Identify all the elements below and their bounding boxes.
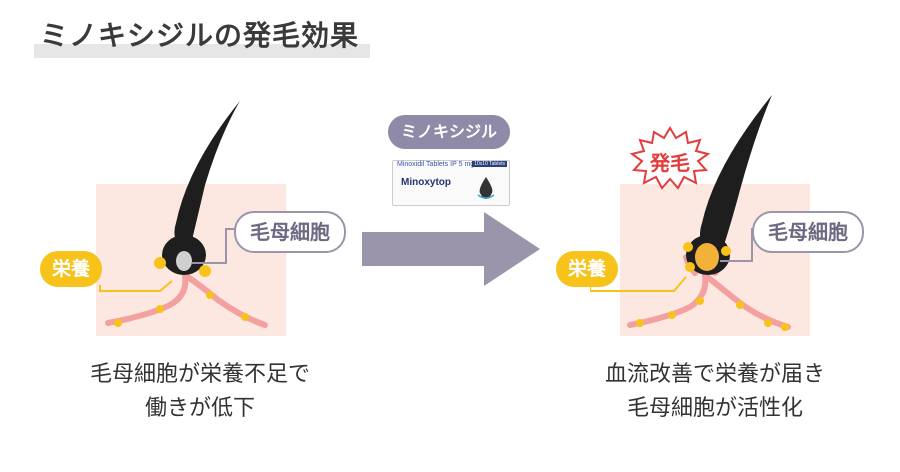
drug-package: Minoxidil Tablets IP 5 mg 10x10 Tablets … <box>392 160 510 206</box>
caption-left-line1: 毛母細胞が栄養不足で <box>89 362 310 387</box>
caption-right-line1: 血流改善で栄養が届き <box>604 362 825 387</box>
page-title: ミノキシジルの発毛効果 <box>40 19 360 52</box>
title-underline <box>34 44 370 58</box>
caption-left: 毛母細胞が栄養不足で 働きが低下 <box>40 358 360 426</box>
package-brand: Minoxytop <box>401 177 451 188</box>
drop-icon <box>477 177 495 199</box>
label-hair-matrix-cell-left: 毛母細胞 <box>234 211 346 253</box>
nutrient-dots-right <box>636 297 789 331</box>
hair-right <box>700 95 772 247</box>
label-hair-matrix-cell-right: 毛母細胞 <box>752 211 864 253</box>
label-nutrient-left: 栄養 <box>40 251 103 287</box>
hair-left <box>174 101 240 245</box>
hair-diagram-left <box>99 101 268 328</box>
hair-growth-badge: 発毛 <box>650 151 690 175</box>
burst-shape <box>629 126 711 190</box>
caption-right-line2: 毛母細胞が活性化 <box>626 396 803 421</box>
caption-right: 血流改善で栄養が届き 毛母細胞が活性化 <box>550 358 880 426</box>
hair-matrix-cell-left <box>176 251 192 271</box>
arrow-right <box>362 212 540 286</box>
package-text: Minoxidil Tablets IP 5 mg <box>397 161 475 168</box>
label-nutrient-right: 栄養 <box>556 251 619 287</box>
hair-diagram-right <box>590 95 791 331</box>
package-tag: 10x10 Tablets <box>472 161 507 167</box>
hair-matrix-cell-right <box>695 243 719 271</box>
drug-label: ミノキシジル <box>388 115 510 149</box>
caption-left-line2: 働きが低下 <box>144 396 255 421</box>
nutrient-dots-left <box>114 291 249 327</box>
